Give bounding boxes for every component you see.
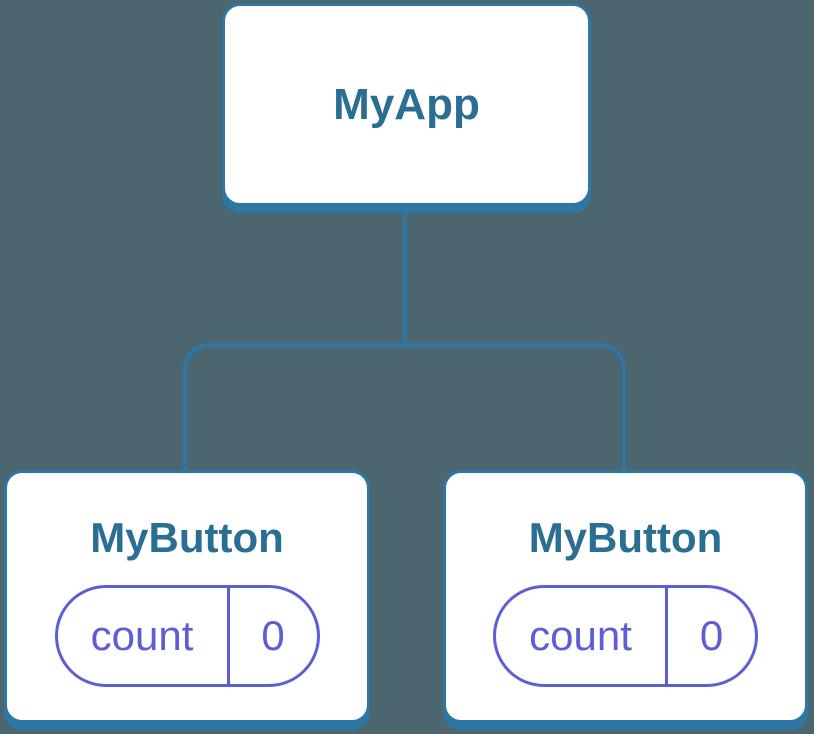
state-key-label: count [58, 588, 230, 685]
component-label-mybutton-left: MyButton [90, 514, 284, 561]
component-node-mybutton-left: MyButton count 0 [4, 470, 370, 723]
component-label-mybutton-right: MyButton [528, 514, 723, 561]
state-value: 0 [699, 612, 724, 660]
component-node-mybutton-right: MyButton count 0 [443, 470, 808, 723]
component-label-myapp: MyApp [333, 79, 480, 129]
state-pill-right: count 0 [493, 585, 758, 688]
state-key-label: count [496, 588, 668, 685]
connector-branch-bracket [183, 343, 626, 475]
connector-stem-line [403, 204, 407, 346]
state-value: 0 [261, 612, 285, 660]
component-node-myapp: MyApp [222, 3, 591, 206]
state-pill-left: count 0 [54, 585, 320, 688]
